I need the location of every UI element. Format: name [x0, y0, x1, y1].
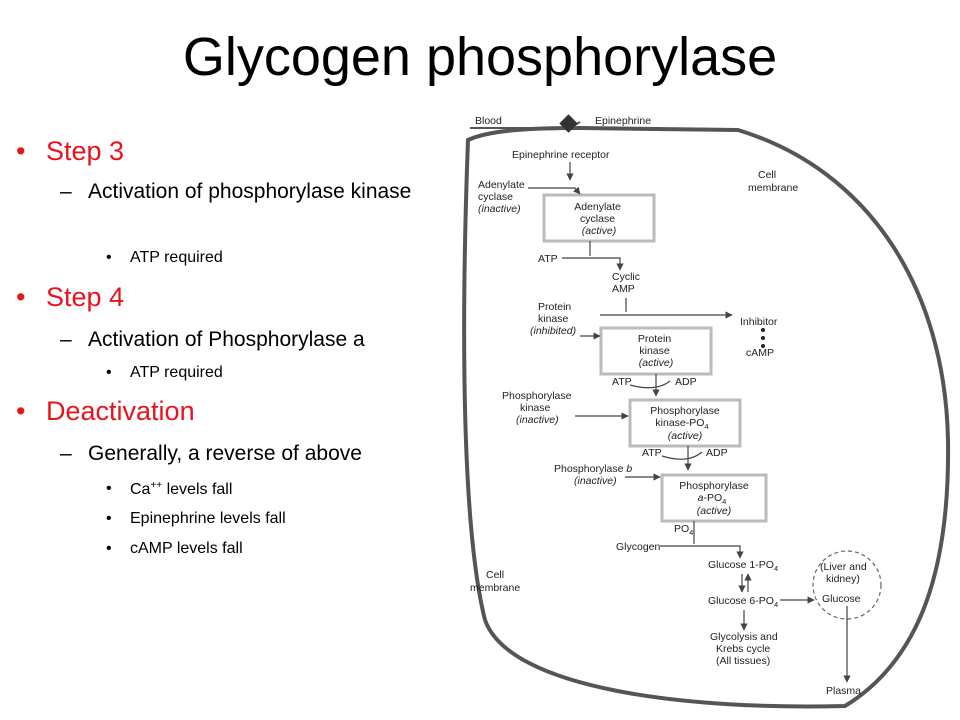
sub-bullet-text: Activation of phosphorylase kinase — [88, 180, 412, 203]
sub-bullet-text: Activation of Phosphorylase a — [88, 328, 365, 351]
label-glucose-6-po4: Glucose 6-PO4 — [708, 595, 778, 609]
label-kinase-active: (active) — [668, 430, 702, 442]
label-camp: cAMP — [746, 347, 774, 359]
sub-bullet-reverse: – Generally, a reverse of above — [60, 440, 448, 468]
binding-dot — [761, 336, 765, 340]
label-glucose: Glucose — [822, 593, 861, 605]
label-blood: Blood — [475, 115, 502, 127]
box-adenylate-cyclase-active — [542, 193, 656, 243]
label-atp-2: ATP — [612, 376, 632, 388]
label-a-po4: a-PO4 — [698, 492, 727, 506]
label-kinase-po4: kinase-PO4 — [655, 417, 708, 431]
label-po4: PO4 — [674, 523, 693, 537]
bullet-step-3: • Step 3 — [16, 136, 125, 167]
label-adp-1: ADP — [675, 376, 697, 388]
dash-marker: – — [60, 328, 72, 351]
bullet-label: Step 4 — [46, 282, 125, 312]
label-cell-membrane-right: Cell membrane — [748, 169, 798, 194]
label-protein-kinase-active: Protein kinase (active) — [638, 333, 674, 369]
subsub-bullet-text: ATP required — [130, 364, 223, 381]
receptor-diamond — [559, 114, 578, 133]
label-cyclic-amp: Cyclic AMP — [612, 271, 643, 295]
label-liver-kidney: (Liver and kidney) — [820, 561, 870, 585]
label-atp-1: ATP — [538, 253, 558, 265]
label-phosphorylase-b: Phosphorylase b — [554, 463, 632, 475]
binding-dot — [761, 328, 765, 332]
bullet-dot: • — [16, 396, 26, 426]
bullet-label: Deactivation — [46, 396, 195, 426]
subsub-bullet-ca: • Ca++ levels fall — [106, 480, 233, 499]
sub-bullet-activation-phosphorylase: – Activation of Phosphorylase a — [60, 326, 448, 354]
bullet-dot: • — [106, 249, 112, 266]
label-phosphorylase-a-po4: Phosphorylase — [679, 480, 749, 492]
label-cell-membrane-left: Cell membrane — [470, 569, 520, 594]
label-epinephrine: Epinephrine — [595, 115, 651, 127]
ca-superscript: ++ — [150, 480, 163, 491]
label-plasma: Plasma — [826, 685, 861, 697]
sub-bullet-activation-kinase: – Activation of phosphorylase kinase — [60, 178, 448, 206]
bullet-dot: • — [106, 510, 112, 527]
bullet-label: Step 3 — [46, 136, 125, 166]
bullet-dot: • — [106, 364, 112, 381]
subsub-bullet-camp: • cAMP levels fall — [106, 540, 243, 558]
label-a-active: (active) — [697, 505, 731, 517]
binding-dot — [761, 344, 765, 348]
dash-marker: – — [60, 442, 72, 465]
bullet-dot: • — [16, 282, 26, 312]
label-epinephrine-receptor: Epinephrine receptor — [512, 149, 610, 161]
subsub-bullet-epinephrine: • Epinephrine levels fall — [106, 510, 286, 528]
label-inhibitor: Inhibitor — [740, 316, 778, 328]
label-glycogen: Glycogen — [616, 541, 661, 553]
box-phosphorylase-kinase-po4 — [628, 398, 742, 448]
label-phosphorylase-kinase-po4: Phosphorylase — [650, 405, 720, 417]
bullet-step-4: • Step 4 — [16, 282, 125, 313]
subsub-bullet-text: Epinephrine levels fall — [130, 510, 286, 527]
label-adenylate-cyclase-active: Adenylate cyclase (active) — [574, 201, 624, 237]
label-glycolysis: Glycolysis and Krebs cycle (All tissues) — [710, 631, 781, 667]
levels-fall-text: levels fall — [166, 481, 233, 498]
slide-title: Glycogen phosphorylase — [182, 27, 778, 87]
dash-marker: – — [60, 180, 72, 203]
glycogen-pathway-diagram: Blood Epinephrine Epinephrine receptor C… — [462, 114, 951, 709]
sub-bullet-text: Generally, a reverse of above — [88, 442, 362, 465]
bullet-deactivation: • Deactivation — [16, 396, 195, 427]
subsub-bullet-atp: • ATP required — [106, 364, 223, 382]
box-phosphorylase-a-po4 — [660, 473, 768, 523]
bullet-dot: • — [16, 136, 26, 166]
label-adp-2: ADP — [706, 447, 728, 459]
label-phosphorylase-kinase-inactive: Phosphorylase kinase (inactive) — [502, 390, 574, 426]
bullet-dot: • — [106, 480, 112, 497]
label-adenylate-cyclase-inactive: Adenylate cyclase (inactive) — [478, 179, 528, 215]
label-phosphorylase-b-inactive: (inactive) — [574, 475, 617, 487]
subsub-bullet-atp: • ATP required — [106, 249, 223, 267]
subsub-bullet-text: ATP required — [130, 249, 223, 266]
ca-text: Ca — [130, 481, 151, 498]
label-protein-kinase-inhibited: Protein kinase (inhibited) — [530, 301, 576, 337]
pathway-arrows — [528, 162, 851, 683]
label-glucose-1-po4: Glucose 1-PO4 — [708, 559, 778, 573]
subsub-bullet-text: cAMP levels fall — [130, 540, 243, 557]
label-atp-3: ATP — [642, 447, 662, 459]
bullet-dot: • — [106, 540, 112, 557]
liver-kidney-circle — [812, 550, 882, 620]
cell-membrane-outline — [462, 125, 951, 709]
